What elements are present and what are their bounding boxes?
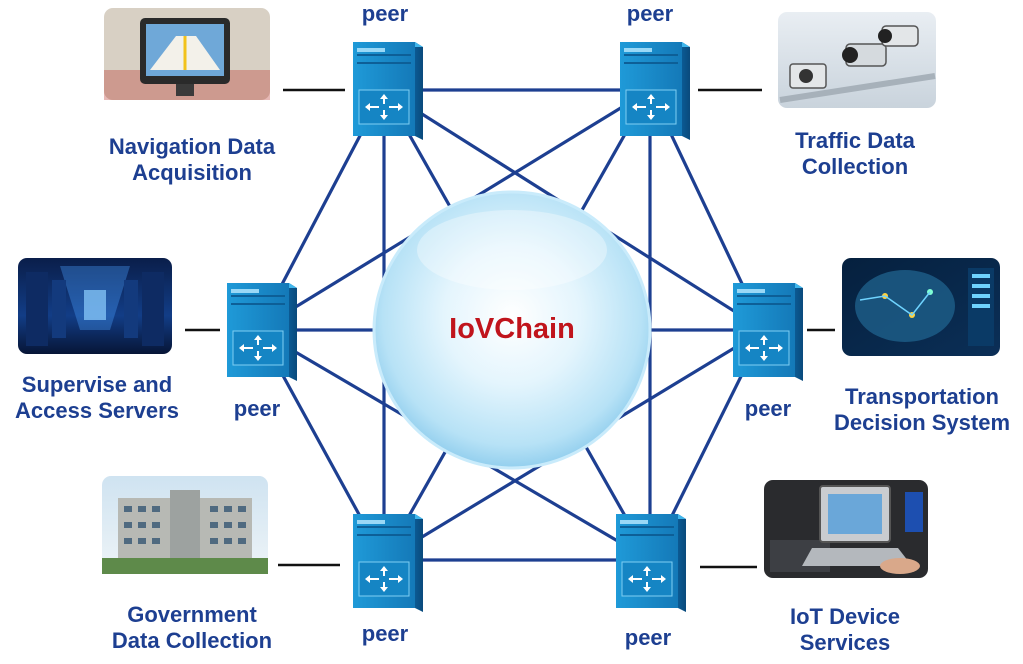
government-building-icon	[102, 476, 268, 574]
iovchain-label: IoVChain	[449, 313, 575, 345]
peer-label: peer	[624, 625, 672, 650]
peer-server-icon	[620, 42, 690, 140]
peer-server-icon	[733, 283, 803, 381]
server-room-icon	[18, 258, 172, 354]
peer-label: peer	[233, 396, 281, 421]
iovchain-sphere	[374, 192, 650, 468]
traffic-label: Traffic Data Collection	[795, 128, 915, 179]
supervise-label: Supervise and Access Servers	[15, 372, 179, 423]
traffic-camera-icon	[778, 12, 936, 108]
navigation-label: Navigation Data Acquisition	[108, 134, 276, 185]
peer-server-icon	[353, 42, 423, 140]
service-connectors	[185, 88, 835, 569]
peer-label: peer	[744, 396, 792, 421]
car-diagnostic-laptop-icon	[764, 480, 928, 578]
transport-label: Transportation Decision System	[833, 384, 1011, 435]
peer-server-icon	[616, 514, 686, 612]
peer-label: peer	[361, 621, 409, 646]
iot-label: IoT Device Services	[789, 604, 901, 655]
peer-server-icon	[353, 514, 423, 612]
peer-label: peer	[626, 1, 674, 26]
peer-server-icon	[227, 283, 297, 381]
map-dashboard-icon	[842, 258, 1000, 356]
government-label: Government Data Collection	[111, 602, 273, 653]
gps-navigator-icon	[104, 8, 270, 100]
peer-label: peer	[361, 1, 409, 26]
